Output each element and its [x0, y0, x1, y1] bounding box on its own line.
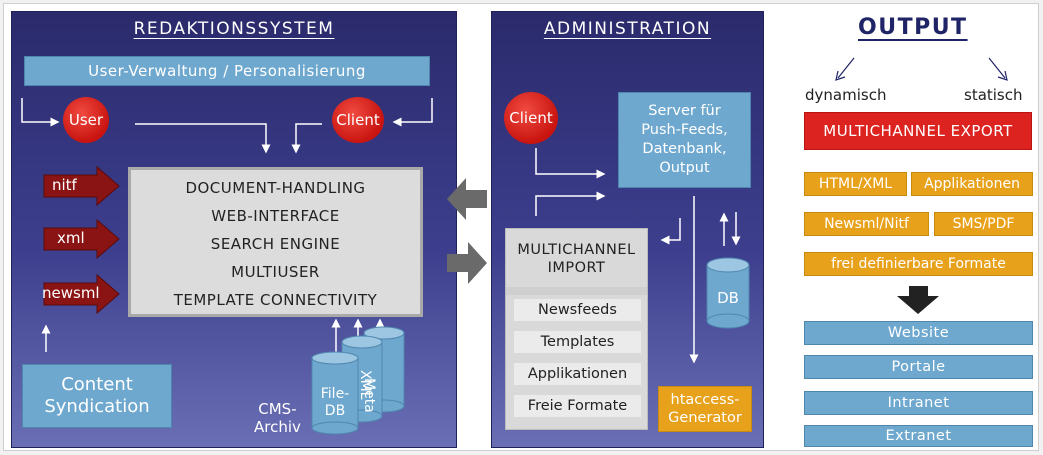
import-templates: Templates [514, 331, 641, 353]
htaccess-line1: htaccess- [670, 392, 740, 408]
user-verwaltung-label: User-Verwaltung / Personalisierung [88, 62, 366, 80]
htaccess-line2: Generator [668, 410, 742, 426]
multichannel-export-box: MULTICHANNEL EXPORT [804, 112, 1032, 150]
format-frei-definierbar: frei definierbare Formate [804, 252, 1033, 276]
client-circle-redaktion: Client [332, 97, 384, 143]
feature-search-engine: SEARCH ENGINE [210, 235, 341, 253]
feature-template-connectivity: TEMPLATE CONNECTIVITY [173, 291, 378, 309]
arrow-left-gray [447, 178, 487, 220]
input-xml: xml [57, 229, 85, 247]
file-db-line2: DB [324, 403, 346, 419]
target-intranet: Intranet [804, 391, 1033, 415]
import-newsfeeds: Newsfeeds [514, 299, 641, 321]
arrow-right-gray [447, 242, 487, 284]
target-extranet: Extranet [804, 425, 1033, 447]
user-circle: User [63, 97, 109, 143]
administration-title: ADMINISTRATION [543, 19, 712, 39]
user-label: User [68, 111, 104, 129]
feature-web-interface: WEB-INTERFACE [211, 207, 340, 225]
central-features-box: DOCUMENT-HANDLING WEB-INTERFACE SEARCH E… [128, 167, 423, 317]
feature-multiuser: MULTIUSER [231, 263, 320, 281]
format-newsml-nitf: Newsml/Nitf [804, 212, 929, 236]
input-newsml: newsml [42, 284, 100, 302]
arrow-down-black [897, 286, 939, 314]
admin-db-cylinder [706, 257, 750, 329]
output-title: OUTPUT [858, 15, 968, 40]
import-divider [506, 287, 647, 295]
import-title-line2: IMPORT [547, 260, 606, 276]
admin-db-label: DB [717, 289, 739, 307]
import-title: MULTICHANNEL IMPORT [506, 241, 647, 277]
server-line3: Datenbank, [642, 141, 727, 157]
file-db-line1: File- [320, 386, 350, 402]
client-label-redaktion: Client [336, 111, 380, 129]
content-syndication-line2: Syndication [44, 396, 150, 417]
feature-document-handling: DOCUMENT-HANDLING [185, 179, 366, 197]
client-label-admin: Client [509, 109, 553, 127]
format-html-xml: HTML/XML [804, 172, 907, 196]
arrow-statisch [988, 57, 1008, 81]
multichannel-export-label: MULTICHANNEL EXPORT [823, 122, 1013, 140]
format-applikationen: Applikationen [911, 172, 1033, 196]
multichannel-import-box: MULTICHANNEL IMPORT Newsfeeds Templates … [505, 228, 648, 430]
connector-client-server [535, 148, 606, 179]
statisch-label: statisch [964, 86, 1023, 104]
format-sms-pdf: SMS/PDF [934, 212, 1033, 236]
file-db-label: File- DB [312, 386, 358, 420]
target-website: Website [804, 321, 1033, 345]
connector-user-central [135, 123, 271, 154]
import-title-line1: MULTICHANNEL [517, 242, 636, 258]
client-circle-admin: Client [504, 92, 558, 144]
cms-archiv-line2: Archiv [254, 418, 301, 436]
import-freie-formate: Freie Formate [514, 395, 641, 417]
target-portale: Portale [804, 355, 1033, 379]
connector-server-import [660, 218, 681, 245]
server-line1: Server für [648, 103, 721, 119]
connector-import-server [535, 191, 606, 216]
connector-client-central [291, 123, 322, 154]
server-box: Server für Push-Feeds, Datenbank, Output [618, 92, 751, 188]
cms-archiv-label: CMS- Archiv [254, 400, 301, 436]
file-db-cylinder [311, 351, 359, 435]
cms-archiv-line1: CMS- [258, 400, 297, 418]
content-syndication-line1: Content [61, 374, 133, 395]
xml-arrow [43, 218, 120, 260]
server-line4: Output [659, 160, 710, 176]
newsml-arrow [43, 273, 120, 315]
redaktionssystem-title: REDAKTIONSSYSTEM [133, 19, 335, 39]
import-applikationen: Applikationen [514, 363, 641, 385]
server-line2: Push-Feeds, [641, 122, 728, 138]
arrow-dynamisch [835, 57, 855, 81]
connector-left-user [21, 98, 60, 127]
nitf-arrow [43, 165, 120, 207]
htaccess-generator-box: htaccess- Generator [658, 386, 752, 432]
user-verwaltung-box: User-Verwaltung / Personalisierung [24, 56, 430, 86]
dynamisch-label: dynamisch [805, 86, 887, 104]
connector-right-client [392, 98, 433, 127]
input-nitf: nitf [52, 176, 77, 194]
content-syndication-box: Content Syndication [22, 364, 172, 428]
